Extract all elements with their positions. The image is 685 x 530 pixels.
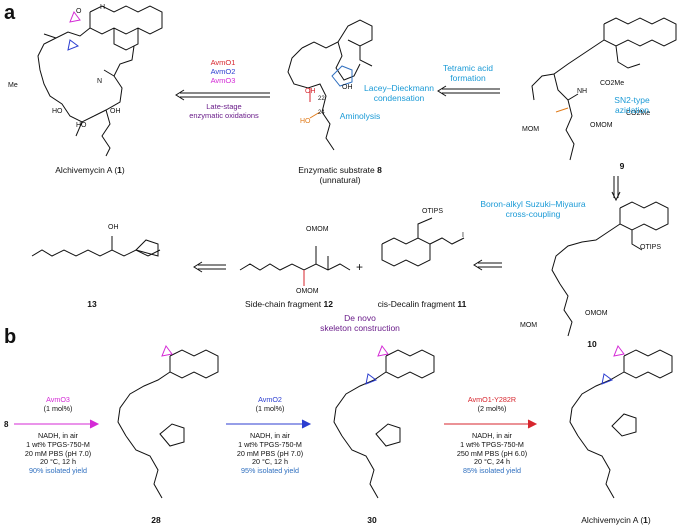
compound-8-structure <box>287 19 373 151</box>
compound-11-structure <box>381 217 465 267</box>
enzyme-avmo3: AvmO3 <box>210 76 236 85</box>
retro-arrow-5 <box>193 261 226 273</box>
oh-red: OH <box>305 88 316 95</box>
compound-13-label: 13 <box>87 299 97 309</box>
panel-a-label: a <box>4 2 16 24</box>
iodide: I <box>462 232 464 239</box>
retro-arrow-3 <box>611 176 621 202</box>
compound-30-label: 30 <box>367 515 377 525</box>
o-atom: O <box>76 8 82 15</box>
n-atom: N <box>97 78 103 85</box>
omom-1: OMOM <box>590 122 613 129</box>
compound-13-structure <box>31 236 161 257</box>
mom-10: MOM <box>520 322 538 329</box>
atom-22: 22 <box>318 96 325 102</box>
otips-11: OTIPS <box>422 208 444 215</box>
start-compound: 8 <box>4 420 9 429</box>
ho-orange: HO <box>300 118 311 125</box>
co2me-1: CO2Me <box>600 80 625 87</box>
alchivemycin-a-structure <box>37 5 163 157</box>
final-compound-label: Alchivemycin A (1) <box>581 515 651 525</box>
compound-9-structure <box>531 17 677 161</box>
ho-label-2: HO <box>76 122 87 129</box>
oh-8: OH <box>342 84 353 91</box>
plus-sign: + <box>356 260 364 274</box>
retro-arrow-1 <box>175 89 270 101</box>
compound-1-label: Alchivemycin A (1) <box>55 165 125 175</box>
compound-12-structure <box>239 246 351 286</box>
nh-label: NH <box>577 88 588 95</box>
omom-12b: OMOM <box>296 288 319 295</box>
compound-28-structure <box>117 344 219 499</box>
compound-11-label: cis-Decalin fragment 11 <box>377 299 467 309</box>
oh-13: OH <box>108 224 119 231</box>
enzyme-list: AvmO1 AvmO2 AvmO3 <box>188 58 258 85</box>
co2me-2: CO2Me <box>626 110 651 117</box>
compound-9-label: 9 <box>619 161 625 171</box>
step-2-arrow <box>226 419 312 429</box>
h-atom: H <box>100 4 106 11</box>
step-1-enzyme: AvmO3(1 mol%) <box>43 395 73 413</box>
step-2-enzyme: AvmO2(1 mol%) <box>255 395 285 413</box>
otips-10: OTIPS <box>640 244 662 251</box>
me-label: Me <box>8 82 18 89</box>
oh-label: OH <box>110 108 121 115</box>
compound-10-structure <box>551 201 669 337</box>
enzyme-avmo2: AvmO2 <box>210 67 236 76</box>
ho-label: HO <box>52 108 63 115</box>
compound-12-label: Side-chain fragment 12 <box>245 299 333 309</box>
retro-arrow-4 <box>473 259 502 271</box>
step-3-arrow <box>444 419 538 429</box>
compound-30-structure <box>333 344 435 499</box>
final-alchivemycin-structure <box>569 344 673 499</box>
omom-12: OMOM <box>306 226 329 233</box>
compound-8-label: Enzymatic substrate 8 (unnatural) <box>298 165 382 185</box>
step-1-arrow <box>14 419 100 429</box>
omom-10: OMOM <box>585 310 608 317</box>
step-3-enzyme: AvmO1-Y282R(2 mol%) <box>467 395 517 413</box>
retro-arrow-2 <box>437 85 500 97</box>
compound-10-label: 10 <box>587 339 597 349</box>
compound-28-label: 28 <box>151 515 161 525</box>
aminolysis-label: Aminolysis <box>339 111 381 121</box>
atom-24: 24 <box>318 110 325 116</box>
panel-b-label: b <box>4 326 17 348</box>
mom-1: MOM <box>522 126 540 133</box>
enzyme-avmo1: AvmO1 <box>210 58 236 67</box>
